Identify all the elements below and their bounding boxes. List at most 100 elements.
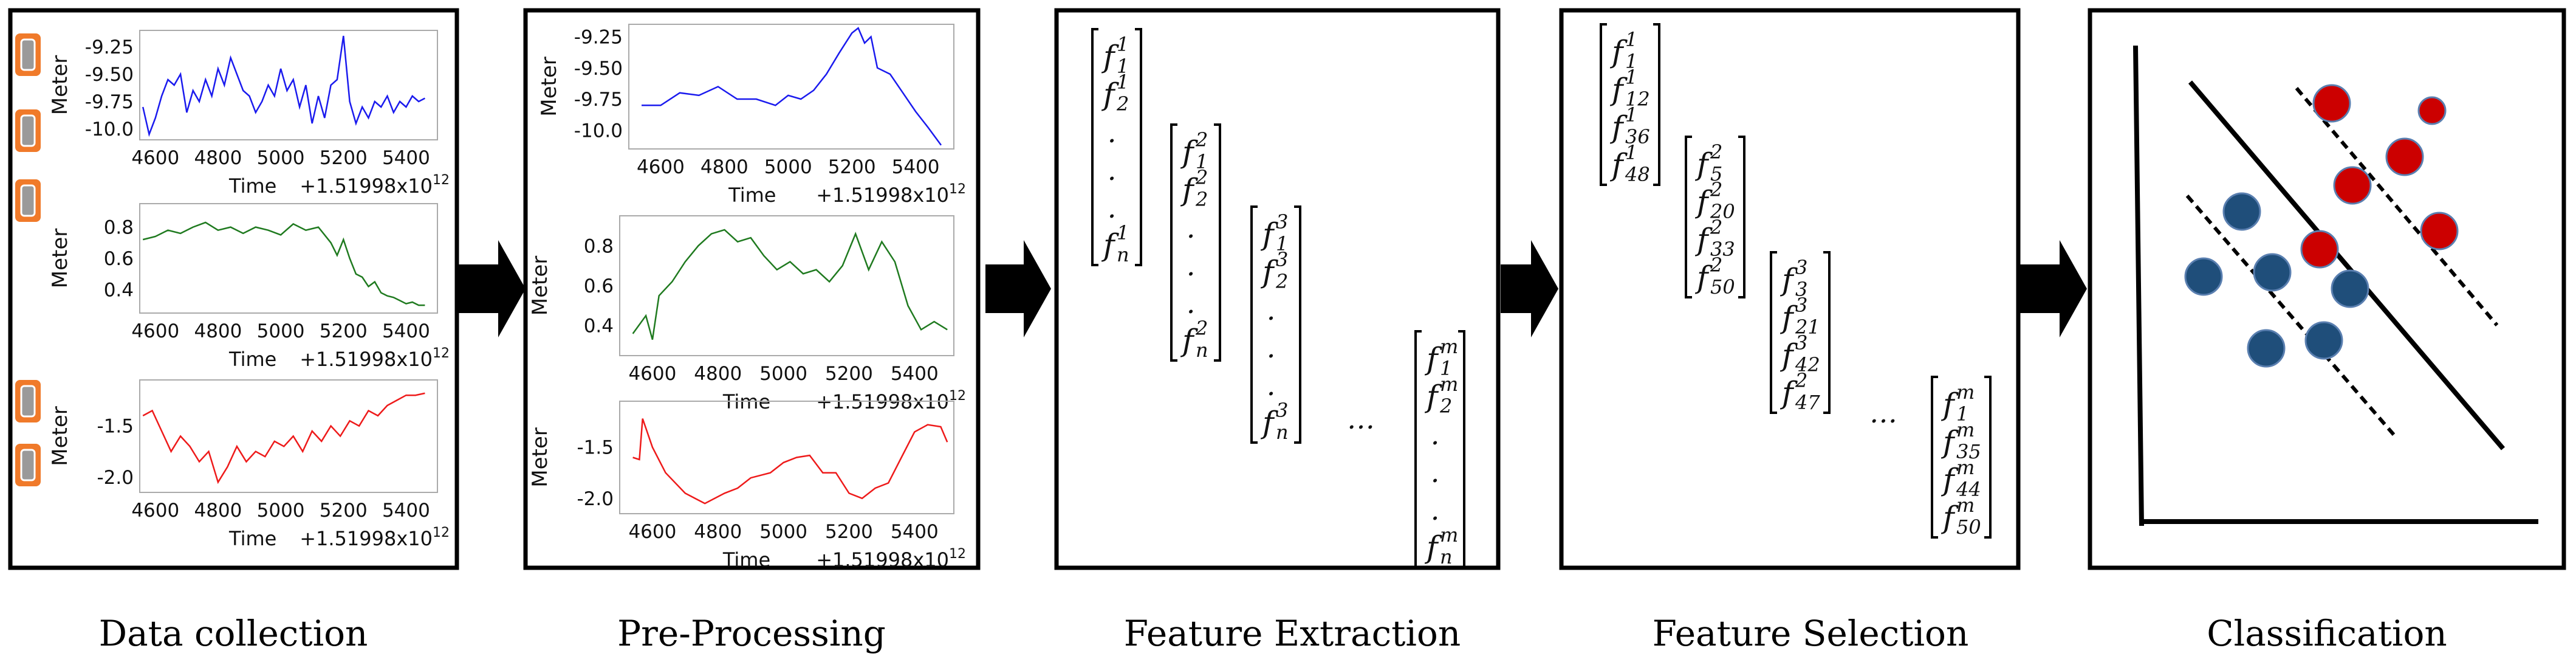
feature-subscript: 48: [1625, 163, 1650, 186]
ellipsis-dot: .: [1267, 294, 1276, 326]
x-tick-label: 5400: [891, 521, 939, 543]
ellipsis-dot: .: [1267, 331, 1276, 364]
feature-subscript: n: [1117, 243, 1129, 266]
feature-superscript: 1: [1625, 141, 1637, 164]
right-bracket: [1823, 251, 1831, 414]
y-tick-label: 0.4: [584, 315, 614, 337]
x-offset-label: +1.51998x1012: [300, 525, 450, 550]
y-tick-label: -9.75: [574, 89, 623, 111]
feature-subscript: 1: [1956, 402, 1968, 426]
feature-superscript: 1: [1117, 33, 1129, 56]
ellipsis-dot: .: [1187, 212, 1196, 244]
margin-line-lower: [2185, 195, 2396, 436]
series-line: [642, 27, 942, 146]
x-offset-exponent: 12: [433, 525, 450, 540]
x-tick-label: 4600: [628, 363, 676, 385]
red-point: [2300, 230, 2339, 269]
x-axis-label: Time: [722, 548, 770, 571]
feature-superscript: 2: [1710, 140, 1722, 164]
feature-extraction-frame: [1054, 8, 1501, 570]
feature-superscript: 3: [1276, 248, 1288, 271]
x-tick-label: 5400: [382, 500, 430, 522]
feature-subscript: 35: [1956, 440, 1981, 463]
y-tick-label: -2.0: [577, 488, 614, 510]
plot-frame: [628, 24, 954, 150]
feature-superscript: 3: [1795, 294, 1807, 317]
x-tick-label: 5000: [764, 156, 812, 178]
x-tick-label: 5400: [382, 147, 430, 169]
feature-subscript: 2: [1195, 188, 1208, 211]
x-tick-label: 5200: [828, 156, 876, 178]
feature-subscript: 44: [1956, 478, 1981, 501]
arrow-icon: [2020, 240, 2087, 337]
x-tick-label: 4800: [694, 363, 742, 385]
feature-superscript: m: [1440, 523, 1458, 546]
y-tick-label: 0.8: [104, 217, 134, 239]
feature-superscript: 1: [1117, 71, 1129, 94]
y-axis-label: Meter: [537, 57, 561, 117]
x-tick-label: 4800: [694, 521, 742, 543]
feature-subscript: 47: [1795, 391, 1820, 414]
x-offset-exponent: 12: [949, 546, 966, 562]
y-tick-label: -10.0: [574, 120, 623, 142]
ellipsis-dot: .: [1108, 191, 1117, 224]
ellipsis-dot: .: [1187, 249, 1196, 282]
y-axis-label: Meter: [48, 406, 72, 466]
plot-frame: [139, 379, 438, 493]
x-offset-label: +1.51998x1012: [300, 173, 450, 198]
blue-class-points: [2184, 192, 2369, 368]
data-collection-frame: [8, 8, 459, 570]
x-tick-label: 5400: [382, 320, 430, 342]
feature-subscript: 20: [1710, 200, 1735, 223]
feature-subscript: 1: [1276, 232, 1288, 255]
plot-frame: [619, 401, 954, 514]
x-tick-label: 4800: [194, 320, 242, 342]
feature-subscript: 12: [1625, 88, 1650, 111]
y-axis-label: Meter: [528, 427, 552, 488]
red-point: [2333, 166, 2372, 205]
plot-frame: [139, 30, 438, 140]
x-tick-label: 5000: [257, 500, 305, 522]
x-offset-label: +1.51998x1012: [816, 546, 966, 571]
y-tick-label: -9.25: [574, 27, 623, 49]
feature-subscript: 21: [1795, 315, 1820, 339]
red-point: [2420, 212, 2459, 250]
feature-subscript: 1: [1440, 357, 1452, 380]
feature-subscript: n: [1196, 339, 1208, 362]
x-axis-label: Time: [728, 184, 776, 207]
caption-feature-extraction: Feature Extraction: [1124, 613, 1461, 654]
feature-superscript: 2: [1195, 317, 1208, 340]
red-point: [2417, 96, 2447, 125]
x-offset-exponent: 12: [433, 173, 450, 188]
right-bracket: [1653, 23, 1660, 186]
phone-screen: [20, 184, 36, 217]
caption-data-collection: Data collection: [99, 613, 368, 654]
caption-pre-processing: Pre-Processing: [617, 613, 886, 654]
plot-frame: [619, 215, 954, 356]
y-tick-label: 0.6: [584, 275, 614, 297]
right-bracket: [1738, 136, 1745, 298]
x-offset-label: +1.51998x1012: [300, 346, 450, 371]
left-bracket: [1091, 28, 1098, 266]
red-point: [2385, 137, 2424, 176]
y-axis-label: Meter: [48, 55, 72, 116]
series-line: [142, 392, 425, 484]
feature-subscript: 1: [1196, 150, 1208, 173]
y-tick-label: -1.5: [577, 437, 614, 459]
red-class-points: [2300, 84, 2459, 269]
left-bracket: [1600, 23, 1607, 186]
feature-superscript: 2: [1710, 178, 1722, 201]
x-tick-label: 5000: [759, 521, 807, 543]
left-bracket: [1170, 123, 1177, 362]
arrow-icon: [1501, 240, 1558, 337]
blue-point: [2304, 321, 2343, 360]
feature-superscript: m: [1956, 456, 1975, 479]
feature-subscript: n: [1440, 545, 1453, 568]
vectors-ellipsis: …: [1347, 402, 1375, 435]
feature-subscript: 50: [1710, 275, 1735, 298]
